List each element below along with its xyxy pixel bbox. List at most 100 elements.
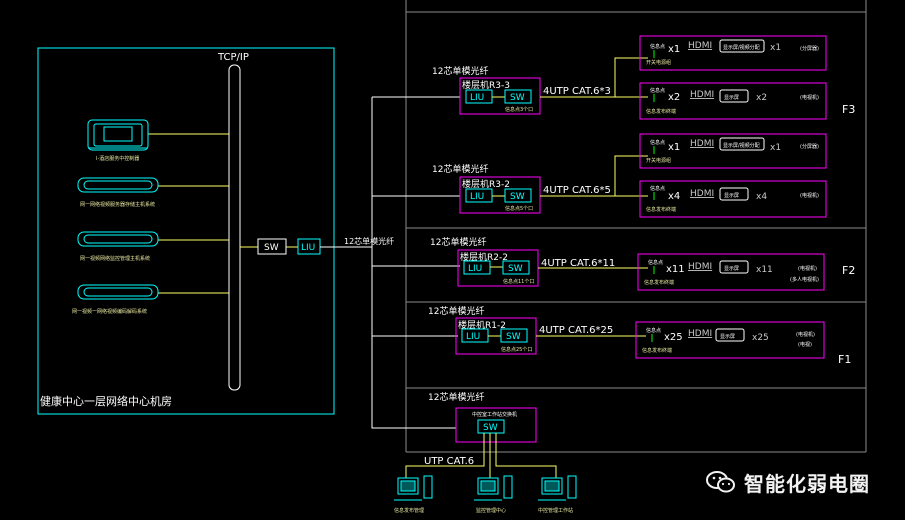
dcount-r1-2: x25 — [752, 333, 769, 343]
sw-r1-2: SW — [506, 332, 521, 342]
server-rack-2 — [77, 231, 159, 247]
machine-room: 健康中心一层网络中心机房 TCP/IP I-酒店服务中控制器 网一网络视频服务器… — [37, 47, 394, 415]
count-r2-2: x11 — [666, 264, 685, 275]
fiber-label-r3-3: 12芯单模光纤 — [432, 65, 488, 77]
sub-r3-3-b: 信息发布终端 — [646, 108, 676, 115]
end-r3-2-a: (分屏器) — [800, 143, 819, 150]
device-r3-3-b: 显示屏 — [724, 95, 739, 101]
dcount-r3-2-a: x1 — [770, 143, 781, 153]
uplink-label: 12芯单模光纤 — [344, 236, 394, 246]
fiber-label-r2-2: 12芯单模光纤 — [430, 236, 486, 248]
count-r3-2-b: x4 — [668, 191, 680, 202]
workstation-label-3: 中控管理工作站 — [538, 507, 573, 514]
ports-r3-3: 信息点3个口 — [505, 106, 533, 113]
device-label-1: I-酒店服务中控制器 — [96, 155, 139, 162]
panel-r1-2: 信息点 — [646, 327, 661, 334]
watermark-text: 智能化弱电圈 — [744, 471, 870, 496]
machine-room-border — [37, 47, 335, 415]
workstation-sw: SW — [483, 423, 498, 433]
fiber-trunk — [320, 96, 460, 429]
end-r2-2: (电视机) — [798, 265, 817, 272]
fiber-label-r3-2: 12芯单模光纤 — [432, 163, 488, 175]
sw-r2-2: SW — [508, 264, 523, 274]
sub-r1-2: 信息发布终端 — [642, 347, 672, 354]
hdmi-r3-3-b: HDMI — [690, 90, 714, 100]
watermark: 智能化弱电圈 — [706, 467, 896, 497]
cable-r2-2: 4UTP CAT.6*11 — [541, 258, 615, 269]
dcount-r2-2: x11 — [756, 265, 773, 275]
workstation-switch-group: 12芯单模光纤 中控室工作站交换机 SW UTP CAT.6 — [405, 391, 557, 478]
panel-r2-2: 信息点 — [648, 259, 663, 266]
ports-r1-2: 信息点25个口 — [501, 346, 532, 353]
sub-r2-2: 信息发布终端 — [644, 279, 674, 286]
cable-r3-2: 4UTP CAT.6*5 — [543, 185, 611, 196]
device-label-2: 网一网络视频服务器存储主机系统 — [80, 201, 155, 208]
panel-r3-2-a: 信息点 — [650, 139, 665, 146]
floor-label-f1: F1 — [838, 353, 851, 366]
closet-r2-2: 12芯单模光纤 楼层机R2-2 LIU SW 信息点11个口 4UTP CAT.… — [430, 236, 825, 291]
end-r3-2-b: (电视机) — [800, 192, 819, 199]
server-rack-3 — [77, 284, 159, 300]
end2-r2-2: (多人电视机) — [790, 276, 819, 283]
hdmi-r3-3-a: HDMI — [688, 41, 712, 51]
panel-r3-2-b: 信息点 — [650, 185, 665, 192]
closet-name-r3-2: 楼层机R3-2 — [462, 178, 510, 190]
closet-name-r3-3: 楼层机R3-3 — [462, 79, 510, 91]
device-r3-3-a: 显示屏/视频分配 — [723, 44, 760, 51]
workstation-2 — [474, 475, 513, 501]
controller-device — [87, 119, 149, 151]
workstation-label-2: 监控管理中心 — [476, 507, 506, 514]
device-r3-2-b: 显示屏 — [724, 193, 739, 199]
cable-r3-3: 4UTP CAT.6*3 — [543, 86, 611, 97]
utp-label: UTP CAT.6 — [424, 456, 474, 467]
fiber-label-r1-2: 12芯单模光纤 — [428, 305, 484, 317]
closet-name-r2-2: 楼层机R2-2 — [460, 251, 508, 263]
hdmi-r2-2: HDMI — [688, 262, 712, 272]
fiber-label-basement: 12芯单模光纤 — [428, 391, 484, 403]
closet-name-r1-2: 楼层机R1-2 — [458, 319, 506, 331]
hdmi-r1-2: HDMI — [688, 329, 712, 339]
sw-r3-2: SW — [510, 192, 525, 202]
workstation-3 — [538, 475, 577, 501]
end2-r1-2: (电视) — [798, 341, 812, 348]
closet-r1-2: 12芯单模光纤 楼层机R1-2 LIU SW 信息点25个口 4UTP CAT.… — [428, 305, 825, 359]
building-frame — [405, 0, 867, 453]
server-rack-1 — [77, 177, 159, 193]
cable-r1-2: 4UTP CAT.6*25 — [539, 325, 613, 336]
count-r3-3-a: x1 — [668, 44, 680, 55]
liu-r1-2: LIU — [466, 332, 480, 342]
liu-r2-2: LIU — [468, 264, 482, 274]
device-r2-2: 显示屏 — [724, 266, 739, 272]
workstation-switch-label: 中控室工作站交换机 — [472, 411, 517, 418]
core-switch-label: SW — [264, 243, 279, 253]
core-liu-label: LIU — [301, 243, 315, 253]
wechat-icon — [706, 471, 735, 493]
ports-r3-2: 信息点5个口 — [505, 205, 533, 212]
count-r3-2-a: x1 — [668, 142, 680, 153]
core-switch — [257, 238, 287, 255]
end-r3-3-a: (分屏器) — [800, 45, 819, 52]
count-r3-3-b: x2 — [668, 92, 680, 103]
dcount-r3-3-b: x2 — [756, 93, 767, 103]
sub-r3-2-a: 开关电源组 — [646, 157, 671, 164]
end-r3-3-b: (电视机) — [800, 94, 819, 101]
floor-label-f2: F2 — [842, 264, 855, 277]
workstation-label-1: 信息发布管理 — [394, 507, 424, 514]
floor-label-f3: F3 — [842, 103, 855, 116]
machine-room-title: 健康中心一层网络中心机房 — [40, 394, 172, 408]
liu-r3-2: LIU — [470, 192, 484, 202]
network-label: TCP/IP — [217, 52, 249, 63]
closet-r3-2: 12芯单模光纤 楼层机R3-2 LIU SW 信息点5个口 4UTP CAT.6… — [432, 133, 827, 218]
count-r1-2: x25 — [664, 332, 683, 343]
device-label-3: 网一视频网络监控管理主机系统 — [80, 255, 150, 262]
closet-r3-3: 12芯单模光纤 楼层机R3-3 LIU SW 信息点3个口 4UTP CAT.6… — [432, 35, 827, 120]
end-r1-2: (电视机) — [796, 331, 815, 338]
liu-r3-3: LIU — [470, 93, 484, 103]
device-r3-2-a: 显示屏/视频分配 — [723, 142, 760, 149]
panel-r3-3-b: 信息点 — [650, 87, 665, 94]
hdmi-r3-2-b: HDMI — [690, 189, 714, 199]
sub-r3-3-a: 开关电源组 — [646, 59, 671, 66]
workstation-1 — [394, 475, 433, 501]
tcpip-backbone — [228, 64, 241, 391]
